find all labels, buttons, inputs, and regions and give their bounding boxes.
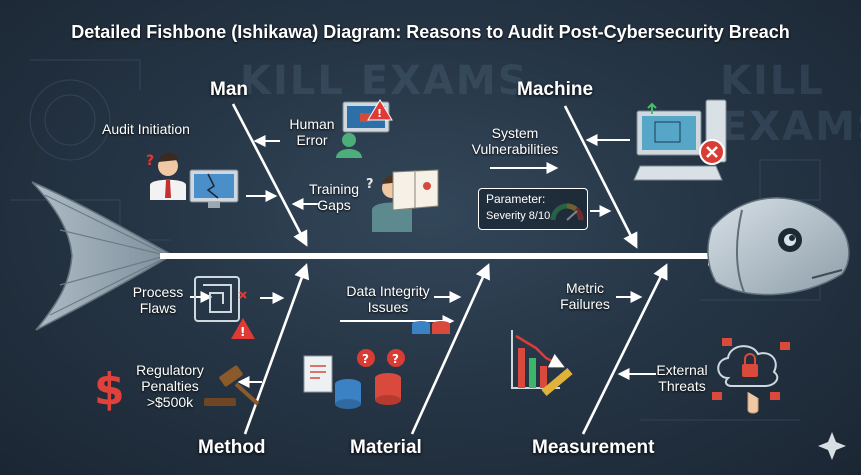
computer-error-icon <box>633 99 727 181</box>
category-measurement: Measurement <box>532 437 655 458</box>
category-material: Material <box>350 437 422 458</box>
watermark: KILL EXAMS <box>240 58 529 104</box>
bone-man <box>231 103 308 247</box>
diagram-title: Detailed Fishbone (Ishikawa) Diagram: Re… <box>71 22 790 42</box>
svg-text:!: ! <box>377 107 382 120</box>
declining-chart-icon <box>511 330 573 396</box>
svg-text:$: $ <box>94 364 125 415</box>
cause-audit-initiation: Audit Initiation <box>102 121 190 137</box>
maze-process-icon: ! <box>194 276 255 339</box>
parameter-box <box>478 188 588 230</box>
bone-material <box>410 263 490 435</box>
svg-text:?: ? <box>362 352 369 366</box>
gavel-icon <box>204 365 260 406</box>
svg-text:?: ? <box>366 177 374 192</box>
cloud-lock-icon <box>712 338 790 414</box>
studying-person-icon: ? <box>366 169 439 232</box>
sparkle-icon <box>818 432 846 460</box>
bone-measurement <box>581 263 668 435</box>
category-method: Method <box>198 437 266 458</box>
category-machine: Machine <box>517 79 594 100</box>
parameter-severity: Severity 8/10 <box>486 210 551 222</box>
svg-text:?: ? <box>146 153 154 169</box>
parameter-title: Parameter: <box>486 192 546 206</box>
watermark: KILL EXAMS <box>720 58 861 150</box>
broken-monitor-icon <box>189 169 239 208</box>
documents-database-icon: ? ? <box>303 321 450 409</box>
bone-machine <box>563 105 638 249</box>
svg-text:!: ! <box>240 325 245 339</box>
fish-tail <box>31 181 174 331</box>
category-man: Man <box>210 79 248 100</box>
warning-laptop-icon: ! <box>336 99 393 158</box>
fish-head <box>707 197 850 296</box>
bone-method <box>243 263 310 435</box>
confused-person-icon: ? <box>146 152 186 200</box>
svg-text:?: ? <box>392 352 399 366</box>
dollar-sign-icon: $ <box>94 364 125 415</box>
cause-arrows <box>190 134 656 388</box>
